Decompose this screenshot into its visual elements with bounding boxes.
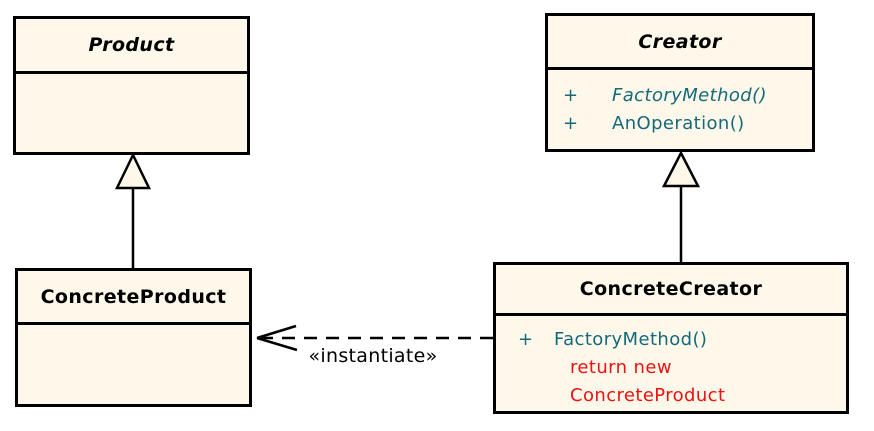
method-signature: FactoryMethod() [612, 85, 767, 106]
class-name-creator: Creator [548, 16, 812, 70]
visibility-marker: + [563, 113, 579, 134]
method-factorymethod-creator: + FactoryMethod() [548, 82, 812, 110]
method-signature: AnOperation() [612, 113, 745, 134]
instantiate-stereotype-label: «instantiate» [308, 345, 438, 367]
class-methods-creator: + FactoryMethod() + AnOperation() [548, 70, 812, 149]
generalization-arrow-creator [661, 150, 701, 262]
generalization-arrow-product [115, 152, 151, 268]
class-body-product [16, 74, 247, 152]
class-box-product: Product [13, 16, 250, 155]
class-box-concrete-creator: ConcreteCreator + FactoryMethod() return… [493, 262, 849, 414]
class-box-creator: Creator + FactoryMethod() + AnOperation(… [545, 13, 815, 152]
visibility-marker: + [563, 85, 579, 106]
class-methods-concrete-creator: + FactoryMethod() return new ConcretePro… [496, 316, 846, 411]
method-anoperation-creator: + AnOperation() [548, 110, 812, 138]
method-signature: FactoryMethod() [554, 329, 708, 350]
visibility-marker: + [518, 329, 534, 350]
hollow-triangle-icon [115, 152, 151, 190]
hollow-triangle-icon [661, 150, 701, 188]
note-return-new: return new [570, 357, 672, 378]
class-name-product: Product [16, 19, 247, 74]
note-concrete-product: ConcreteProduct [570, 385, 726, 406]
class-name-concrete-creator: ConcreteCreator [496, 265, 846, 316]
class-name-concrete-product: ConcreteProduct [18, 271, 249, 325]
class-body-concrete-product [18, 325, 249, 404]
class-box-concrete-product: ConcreteProduct [15, 268, 252, 407]
method-factorymethod-concrete-creator: + FactoryMethod() [496, 326, 846, 354]
